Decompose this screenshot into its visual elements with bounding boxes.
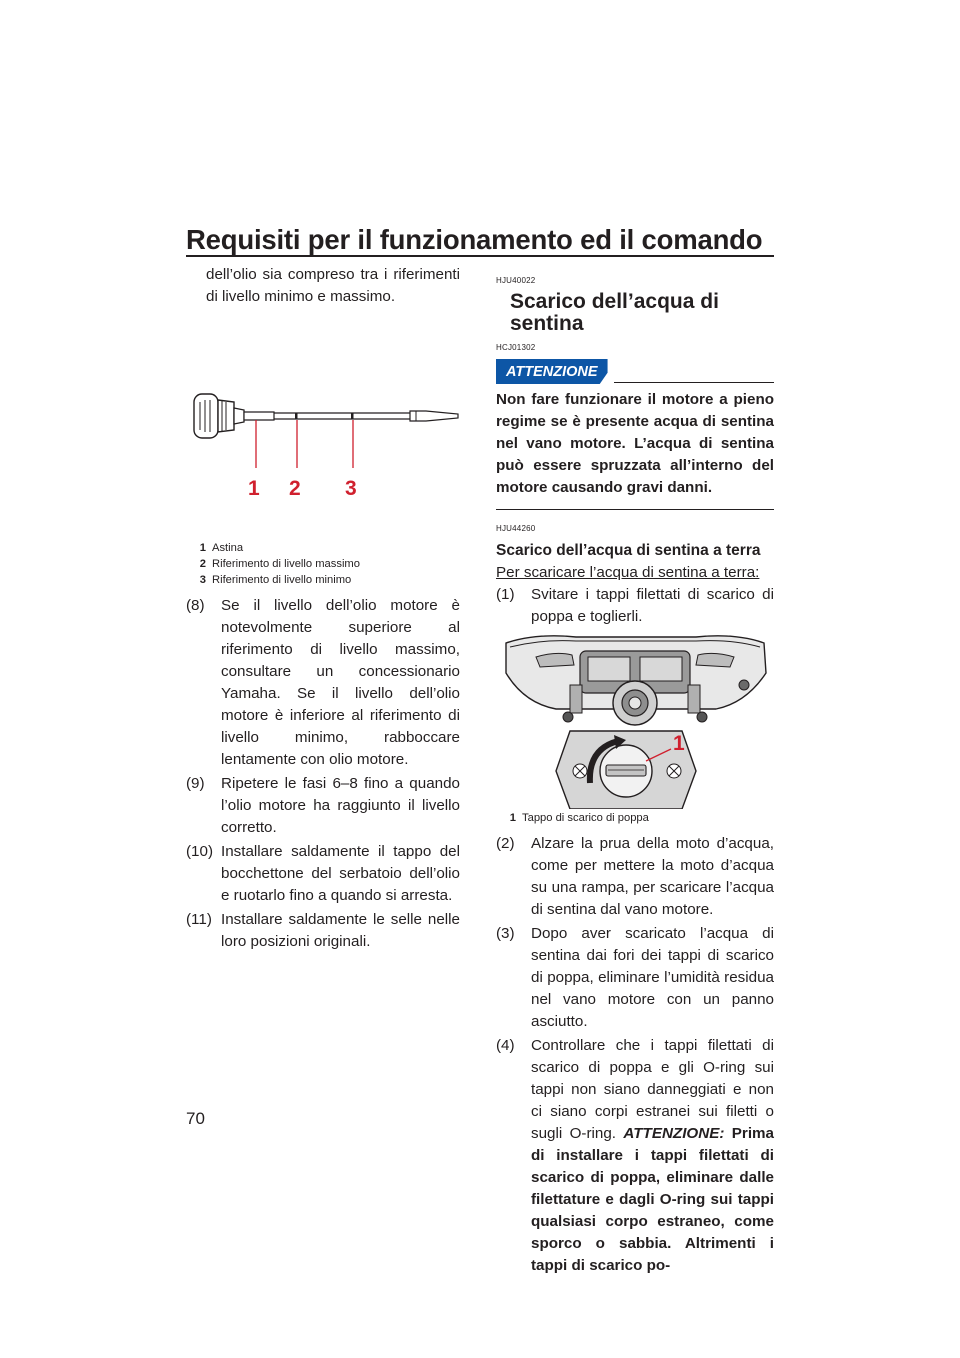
page-header-title: Requisiti per il funzionamento ed il com…	[186, 224, 763, 255]
step-item: (11)Installare saldamente le selle nelle…	[186, 911, 460, 950]
step-item: (3)Dopo aver scaricato l’acqua di sentin…	[496, 925, 774, 1030]
step-item: (10)Installare saldamente il tappo del b…	[186, 843, 460, 904]
attention-code: HCJ01302	[496, 343, 536, 352]
attention-rule	[613, 382, 774, 383]
subsection-title: Scarico dell’acqua di sentina a terra	[496, 542, 761, 559]
warning-text: Prima di installare i tappi filettati di…	[531, 1125, 774, 1274]
dipstick-illustration	[193, 393, 459, 468]
callout-2: 2	[289, 477, 301, 500]
steps-list: (8)Se il livello dell’olio motore è note…	[186, 595, 460, 953]
callout-3: 3	[345, 477, 357, 500]
step-item: (1)Svitare i tappi filettati di scarico …	[496, 586, 774, 625]
attention-end-rule	[496, 509, 774, 510]
dipstick-figure: 1 2 3	[186, 308, 460, 500]
drain-plug-illustration	[505, 635, 767, 809]
step-item: (8)Se il livello dell’olio motore è note…	[186, 597, 460, 768]
right-column: HJU40022 Scarico dell’acqua di sentina H…	[496, 270, 774, 1279]
subsection-code: HJU44260	[496, 524, 536, 533]
attention-badge: ATTENZIONE	[496, 359, 608, 384]
section-code: HJU40022	[496, 276, 536, 285]
attention-header: ATTENZIONE	[496, 359, 774, 384]
callout-1: 1	[248, 477, 260, 500]
attention-text: Non fare funzionare il motore a pieno re…	[496, 391, 774, 496]
intro-text: dell’olio sia compreso tra i riferimenti…	[206, 266, 460, 305]
drain-plug-figure: 1	[496, 633, 774, 809]
drain-callout-1: 1	[673, 732, 685, 755]
section-title: Scarico dell’acqua di sentina	[510, 290, 719, 335]
step-item: (4) Controllare che i tappi filettati di…	[496, 1037, 774, 1274]
step-item: (2)Alzare la prua della moto d’acqua, co…	[496, 835, 774, 918]
header-rule	[186, 255, 774, 257]
step-item: (9)Ripetere le fasi 6–8 fino a quando l’…	[186, 775, 460, 836]
page-number: 70	[186, 1109, 205, 1128]
procedure-title: Per scaricare l’acqua di sentina a terra…	[496, 564, 760, 581]
warning-label: ATTENZIONE:	[623, 1125, 725, 1142]
steps-list: (2)Alzare la prua della moto d’acqua, co…	[496, 833, 774, 1277]
left-column: dell’olio sia compreso tra i riferimenti…	[186, 264, 460, 955]
